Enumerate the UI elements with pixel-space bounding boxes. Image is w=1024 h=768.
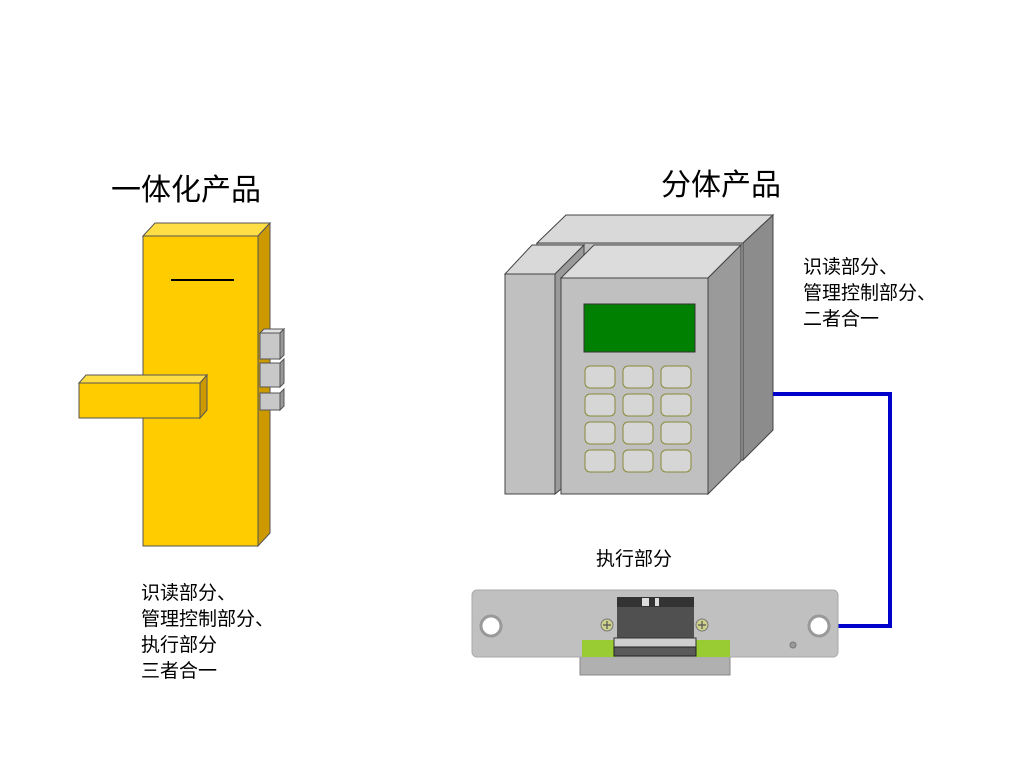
strike-latch	[617, 607, 694, 640]
latch-block-1	[259, 332, 281, 360]
actuator-label: 执行部分	[596, 548, 673, 570]
keypad-button	[584, 365, 616, 389]
display-screen	[583, 303, 696, 353]
handle-side	[199, 373, 208, 420]
keypad-button	[622, 421, 654, 445]
keypad-button	[660, 393, 692, 417]
integrated-title: 一体化产品	[111, 173, 261, 208]
terminal-back-side	[742, 213, 774, 462]
integrated-desc-line-3: 执行部分	[141, 634, 218, 656]
mount-hole-left	[479, 614, 503, 638]
strike-accent-right	[696, 640, 730, 657]
connection-cable	[773, 392, 892, 628]
terminal-back-top	[535, 214, 775, 244]
reader-desc-line-3: 二者合一	[803, 308, 880, 330]
keypad-button	[584, 449, 616, 473]
mount-hole-right	[807, 614, 831, 638]
latch-block-3	[259, 392, 281, 411]
keypad-button	[622, 393, 654, 417]
keypad-button	[622, 449, 654, 473]
latch-block-2	[259, 362, 281, 388]
keypad-button	[660, 449, 692, 473]
reader-description: 识读部分、 管理控制部分、 二者合一	[803, 254, 936, 332]
integrated-lock	[77, 221, 286, 548]
keypad-button	[622, 365, 654, 389]
integrated-desc-line-2: 管理控制部分、	[141, 608, 275, 630]
reader-desc-line-2: 管理控制部分、	[803, 282, 937, 304]
panel-side	[707, 243, 742, 496]
indicator-dot	[789, 641, 797, 649]
keypad-button	[584, 393, 616, 417]
integrated-description: 识读部分、 管理控制部分、 执行部分 三者合一	[141, 580, 274, 684]
split-title: 分体产品	[661, 168, 781, 203]
keypad-button	[660, 365, 692, 389]
keypad-button	[584, 421, 616, 445]
handle-top	[77, 374, 209, 384]
keypad	[584, 365, 692, 473]
strike-accent-left	[582, 640, 616, 657]
handle-front	[78, 382, 201, 419]
handset-front	[504, 273, 556, 495]
keypad-button	[660, 421, 692, 445]
integrated-desc-line-1: 识读部分、	[141, 582, 237, 604]
integrated-desc-line-4: 三者合一	[141, 660, 218, 682]
lock-body-top	[141, 222, 272, 237]
electric-strike	[471, 589, 839, 676]
reader-desc-line-1: 识读部分、	[803, 256, 899, 278]
strike-base	[579, 654, 731, 676]
